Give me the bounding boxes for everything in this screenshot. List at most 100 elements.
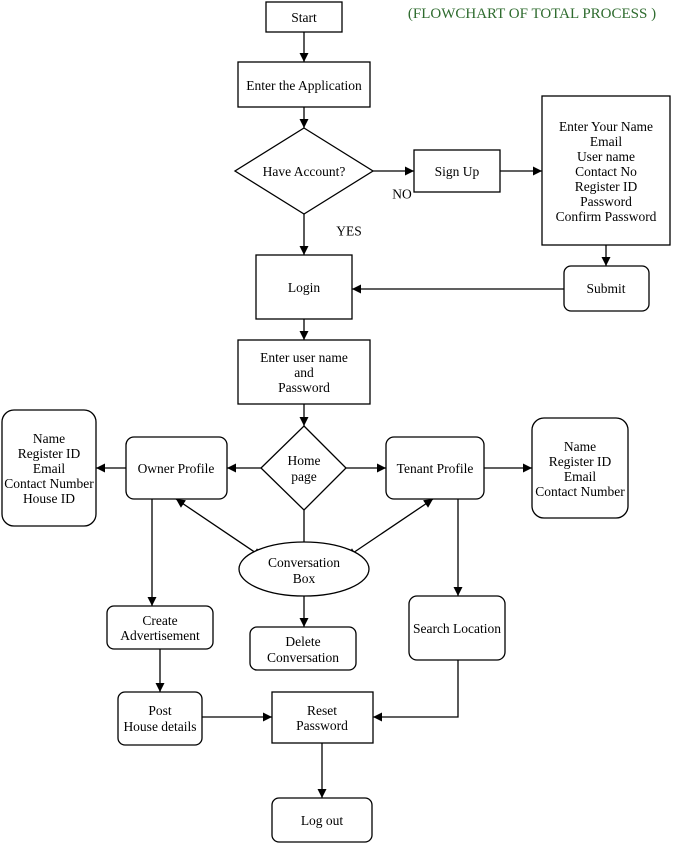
svg-text:Register ID: Register ID [18,446,81,461]
node-owner-fields: Name Register ID Email Contact Number Ho… [1,409,97,527]
edge-search-location-to-reset-password [373,660,459,722]
owner-field-email: Email [33,461,65,476]
delete-conversation-line-1: Delete [285,634,320,649]
node-search-location-text: Search Location [413,621,501,636]
delete-conversation-line-2: Conversation [267,650,339,665]
signup-field-name: Enter Your Name [559,119,653,134]
owner-field-contact-number: Contact Number [4,476,94,491]
node-log-out-text: Log out [301,813,344,828]
node-reset-password: Reset Password [271,691,374,744]
svg-text:Name: Name [564,439,596,454]
node-delete-conversation: Delete Conversation [249,626,357,671]
svg-text:Log out: Log out [301,813,344,828]
svg-text:Password: Password [296,718,348,733]
home-page-line-1: Home [288,453,321,468]
tenant-field-email: Email [564,469,596,484]
svg-text:Conversation: Conversation [268,555,340,570]
node-owner-profile: Owner Profile [125,436,228,500]
signup-field-register-id: Register ID [575,179,638,194]
reset-password-line-1: Reset [307,703,337,718]
node-login-text: Login [288,280,320,295]
node-credentials: Enter user name and Password [237,339,371,405]
node-tenant-fields: Name Register ID Email Contact Number [531,417,629,519]
reset-password-line-2: Password [296,718,348,733]
svg-text:Email: Email [33,461,65,476]
svg-text:Email: Email [564,469,596,484]
svg-text:Register ID: Register ID [549,454,612,469]
node-home-page: Home page [260,425,347,511]
svg-text:Contact Number: Contact Number [4,476,94,491]
svg-text:Have Account?: Have Account? [263,164,346,179]
svg-text:Enter user name: Enter user name [260,350,348,365]
node-conversation-box: Conversation Box [238,541,370,597]
credentials-line-1: Enter user name [260,350,348,365]
owner-field-house-id: House ID [23,491,75,506]
node-owner-profile-text: Owner Profile [138,461,215,476]
credentials-line-3: Password [278,380,330,395]
svg-text:Name: Name [33,431,65,446]
node-tenant-profile-text: Tenant Profile [397,461,474,476]
svg-text:Conversation: Conversation [267,650,339,665]
svg-text:Delete: Delete [285,634,320,649]
svg-text:Contact No: Contact No [575,164,637,179]
node-post-house-details: Post House details [117,691,203,746]
svg-text:Contact Number: Contact Number [535,484,625,499]
owner-field-register-id: Register ID [18,446,81,461]
svg-text:House details: House details [123,719,196,734]
svg-text:Post: Post [148,703,172,718]
node-search-location: Search Location [408,595,506,661]
svg-text:Search Location: Search Location [413,621,501,636]
svg-text:Confirm Password: Confirm Password [556,209,657,224]
svg-text:Register ID: Register ID [575,179,638,194]
node-sign-up: Sign Up [413,149,501,193]
edge-label-no: NO [392,187,412,202]
signup-field-username: User name [577,149,635,164]
svg-text:Enter Your Name: Enter Your Name [559,119,653,134]
node-enter-application: Enter the Application [237,61,371,108]
node-login: Login [255,254,353,320]
svg-text:House ID: House ID [23,491,75,506]
conversation-box-line-2: Box [293,571,316,586]
node-submit-text: Submit [586,281,625,296]
edges-layer [96,32,611,798]
node-log-out: Log out [271,797,373,843]
tenant-field-contact-number: Contact Number [535,484,625,499]
signup-field-email: Email [590,134,622,149]
node-tenant-profile: Tenant Profile [385,436,485,500]
node-start: Start [265,1,343,33]
node-signup-fields: Enter Your Name Email User name Contact … [541,95,671,246]
node-enter-application-text: Enter the Application [246,78,362,93]
node-submit: Submit [563,265,650,312]
svg-text:Email: Email [590,134,622,149]
node-have-account-text: Have Account? [263,164,346,179]
node-start-text: Start [291,10,317,25]
svg-text:Password: Password [580,194,632,209]
node-create-advertisement: Create Advertisement [106,605,214,650]
svg-text:User name: User name [577,149,635,164]
svg-text:page: page [291,469,316,484]
svg-text:Tenant Profile: Tenant Profile [397,461,474,476]
chart-title: (FLOWCHART OF TOTAL PROCESS ) [408,6,656,22]
svg-text:Start: Start [291,10,317,25]
owner-field-name: Name [33,431,65,446]
home-page-line-2: page [291,469,316,484]
svg-text:Sign Up: Sign Up [435,164,480,179]
tenant-field-name: Name [564,439,596,454]
svg-text:Enter the Application: Enter the Application [246,78,362,93]
conversation-box-line-1: Conversation [268,555,340,570]
post-house-line-1: Post [148,703,172,718]
signup-field-contact: Contact No [575,164,637,179]
svg-text:Box: Box [293,571,316,586]
edge-tenant-profile-conversation-box [346,498,434,558]
signup-field-password: Password [580,194,632,209]
credentials-line-2: and [294,365,314,380]
tenant-field-register-id: Register ID [549,454,612,469]
svg-text:Reset: Reset [307,703,337,718]
svg-text:Owner Profile: Owner Profile [138,461,215,476]
node-sign-up-text: Sign Up [435,164,480,179]
svg-text:and: and [294,365,314,380]
edge-label-yes: YES [336,224,362,239]
post-house-line-2: House details [123,719,196,734]
svg-text:Login: Login [288,280,320,295]
